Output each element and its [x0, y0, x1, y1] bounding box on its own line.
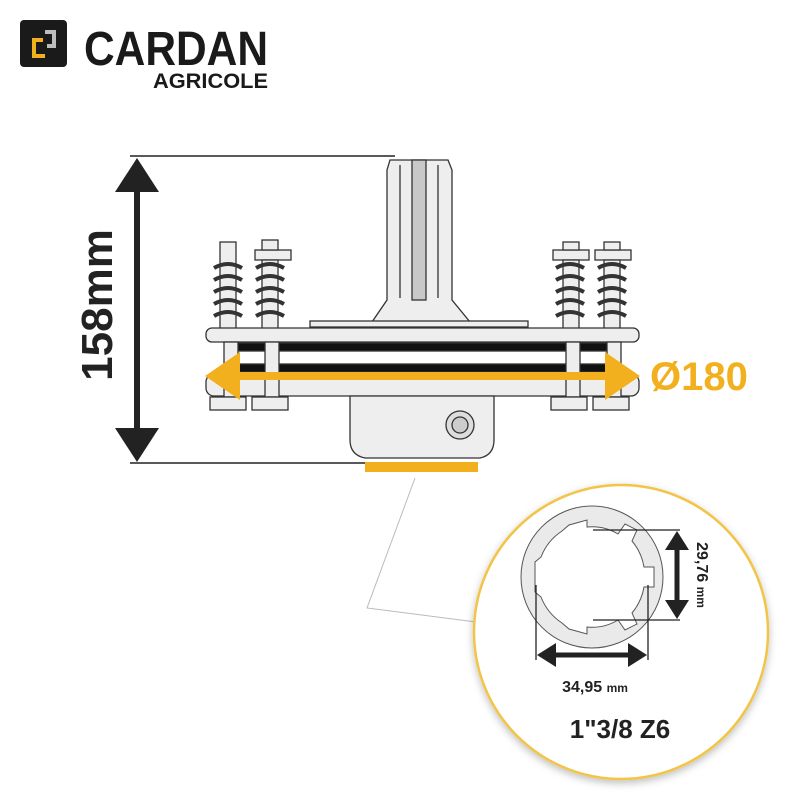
height-dimension: 158mm: [73, 155, 395, 464]
pressure-plate: [205, 327, 640, 343]
torque-limiter-part: [205, 159, 640, 472]
diameter-label: Ø180: [650, 355, 748, 399]
brand-subtitle: AGRICOLE: [153, 70, 268, 93]
logo-mark-yellow: [32, 38, 45, 58]
spline-profile: [534, 519, 655, 635]
callout-leader: [366, 477, 477, 623]
cardan-logo: CARDAN AGRICOLE: [20, 20, 268, 93]
spline-inner-label: 29,76 mm: [693, 542, 710, 608]
spring-bolts: [213, 239, 632, 338]
arrow-left-icon: [205, 352, 240, 400]
hub-highlight: [365, 462, 478, 472]
logo-mark-gray: [45, 30, 56, 48]
diameter-dimension: Ø180: [205, 352, 748, 400]
brand-name: CARDAN: [84, 23, 268, 76]
spline-detail: 29,76 mm 34,95 mm 1"3/8 Z6: [472, 483, 770, 781]
arrow-up-icon: [115, 158, 159, 192]
arrow-down-icon: [115, 428, 159, 462]
height-label: 158mm: [73, 229, 122, 381]
logo-mark: [20, 20, 67, 67]
spline-outer-label: 34,95 mm: [562, 679, 628, 696]
arrow-right-icon: [605, 352, 640, 400]
spline-type-label: 1"3/8 Z6: [570, 714, 671, 744]
